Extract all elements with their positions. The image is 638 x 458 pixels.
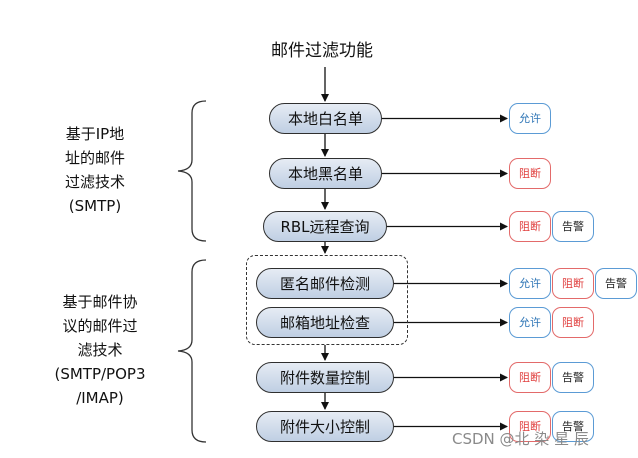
process-step: 附件数量控制 (256, 362, 394, 393)
action-tag-allow: 允许 (509, 268, 551, 299)
action-tag-block: 阻断 (552, 307, 594, 338)
action-tag-block: 阻断 (509, 211, 551, 242)
group-label-line: (SMTP/POP3 (54, 365, 146, 383)
group-label-line: 过滤技术 (64, 173, 125, 191)
process-step: RBL远程查询 (263, 211, 387, 242)
action-tag-block: 阻断 (552, 268, 594, 299)
group-label-line: 基于邮件协 (62, 293, 138, 311)
process-step: 附件大小控制 (256, 411, 394, 442)
action-tag-block: 阻断 (509, 362, 551, 393)
watermark: CSDN @北 染 星 辰 (452, 430, 589, 448)
group-label-line: 址的邮件 (64, 149, 125, 167)
action-tag-block: 阻断 (509, 411, 551, 442)
process-step: 本地白名单 (269, 103, 382, 134)
group-label-line: 滤技术 (77, 341, 123, 359)
action-tag-block: 阻断 (509, 158, 551, 189)
diagram-title: 邮件过滤功能 (271, 41, 373, 61)
process-step: 本地黑名单 (269, 158, 382, 189)
action-tag-warn: 告警 (552, 211, 594, 242)
action-tag-allow: 允许 (509, 103, 551, 134)
brace-left-ip-group (177, 100, 207, 242)
group-label-line: (SMTP) (68, 197, 122, 215)
group-label-line: 基于IP地 (65, 125, 125, 143)
dashed-group-box (246, 255, 408, 345)
group-label-line: 议的邮件过 (62, 317, 138, 335)
action-tag-warn: 告警 (552, 362, 594, 393)
group-label-ip: 基于IP地 址的邮件 过滤技术 (SMTP) (30, 122, 160, 218)
group-label-protocol: 基于邮件协 议的邮件过 滤技术 (SMTP/POP3 /IMAP) (30, 290, 170, 410)
action-tag-allow: 允许 (509, 307, 551, 338)
group-label-line: /IMAP) (76, 389, 124, 407)
process-step: 匿名邮件检测 (256, 268, 394, 299)
brace-left-protocol-group (177, 259, 207, 443)
process-step: 邮箱地址检查 (256, 307, 394, 338)
action-tag-warn: 告警 (552, 411, 594, 442)
action-tag-warn: 告警 (595, 268, 637, 299)
